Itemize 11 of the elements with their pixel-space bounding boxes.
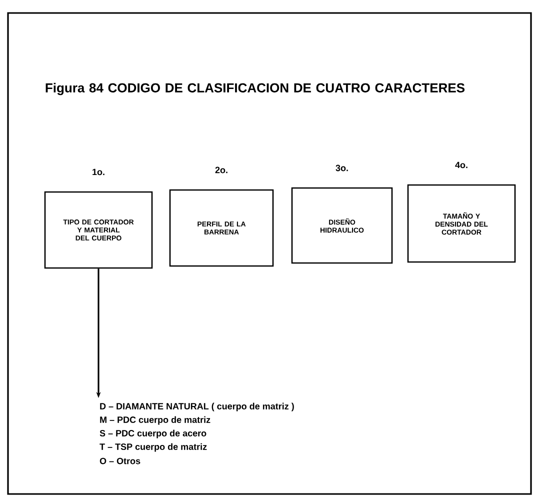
column-heading: 2o.: [215, 166, 228, 174]
column-heading: 4o.: [455, 162, 468, 168]
code-item: M – PDC cuerpo de matriz: [100, 416, 210, 425]
title: Figura 84 CODIGO DE CLASIFICACION DE CUATRO CARACTERES: [46, 82, 465, 96]
column-heading: 1o.: [92, 168, 104, 176]
code-item: T – TSP cuerpo de matriz: [100, 443, 207, 452]
code-item: D – DIAMANTE NATURAL ( cuerpo de matriz ): [100, 402, 294, 412]
code-item: O – Otros: [100, 458, 140, 464]
code-item: S – PDC cuerpo de acero: [100, 430, 206, 438]
node-text: D – DIAMANTE NATURAL ( cuerpo de matriz ) M – PDC cuerpo de matriz S – PDC cuerpo de acero T – TSP cuerpo de matriz O – Otros: [100, 402, 294, 464]
column-heading: 3o.: [336, 164, 348, 172]
